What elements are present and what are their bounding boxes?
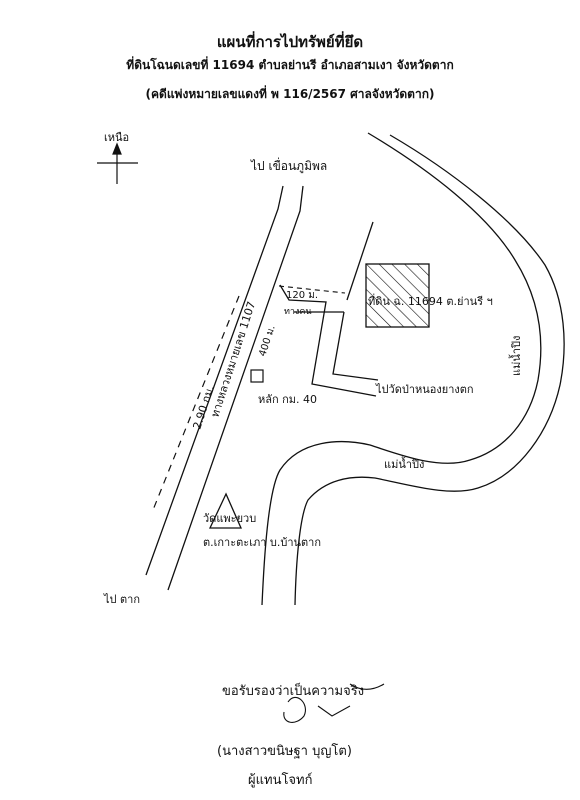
- distance-line-120: [278, 285, 346, 294]
- side-road: [279, 221, 379, 397]
- land-plot: [365, 263, 430, 328]
- label-distance-400: 400 ม.: [257, 324, 277, 358]
- map-title: แผนที่การไปทรัพย์ที่ยึด: [216, 33, 364, 51]
- certification-text: ขอรับรองว่าเป็นความจริง: [222, 684, 365, 699]
- label-river-upper: แม่น้ำปิง: [508, 336, 523, 376]
- temple-icon: [208, 492, 242, 529]
- km-post-marker: [250, 369, 264, 383]
- label-land-plot: ที่ดิน ฉ. 11694 ต.ย่านรี ฯ: [368, 293, 493, 308]
- label-temple: วัดแพะยวบ: [203, 512, 256, 525]
- label-junction: ทางคน: [284, 307, 312, 317]
- label-to-tak: ไป ตาก: [103, 593, 140, 606]
- label-distance-120: 120 ม.: [286, 290, 318, 301]
- river-ping: [261, 132, 565, 606]
- map-subtitle-case: (คดีแพ่งหมายเลขแดงที่ พ 116/2567 ศาลจังห…: [145, 87, 435, 101]
- distance-line-290: [152, 295, 240, 511]
- signer-name: (นางสาวขนิษฐา บุญโต): [217, 744, 352, 759]
- north-label: เหนือ: [104, 131, 129, 144]
- label-to-dam: ไป เขื่อนภูมิพล: [250, 157, 327, 174]
- label-river-lower: แม่น้ำปิง: [384, 456, 424, 471]
- map-subtitle-deed: ที่ดินโฉนดเลขที่ 11694 ตำบลย่านรี อำเภอส…: [126, 58, 454, 72]
- label-to-temple: ไปวัดป่าหนองยางตก: [375, 383, 474, 396]
- highway-1107: [145, 185, 304, 591]
- signature: [283, 683, 385, 723]
- signer-role: ผู้แทนโจทก์: [248, 773, 313, 788]
- label-village: ต.เกาะตะเภา บ.บ้านตาก: [203, 536, 321, 549]
- north-arrow: [97, 142, 138, 184]
- label-km-post: หลัก กม. 40: [258, 393, 317, 406]
